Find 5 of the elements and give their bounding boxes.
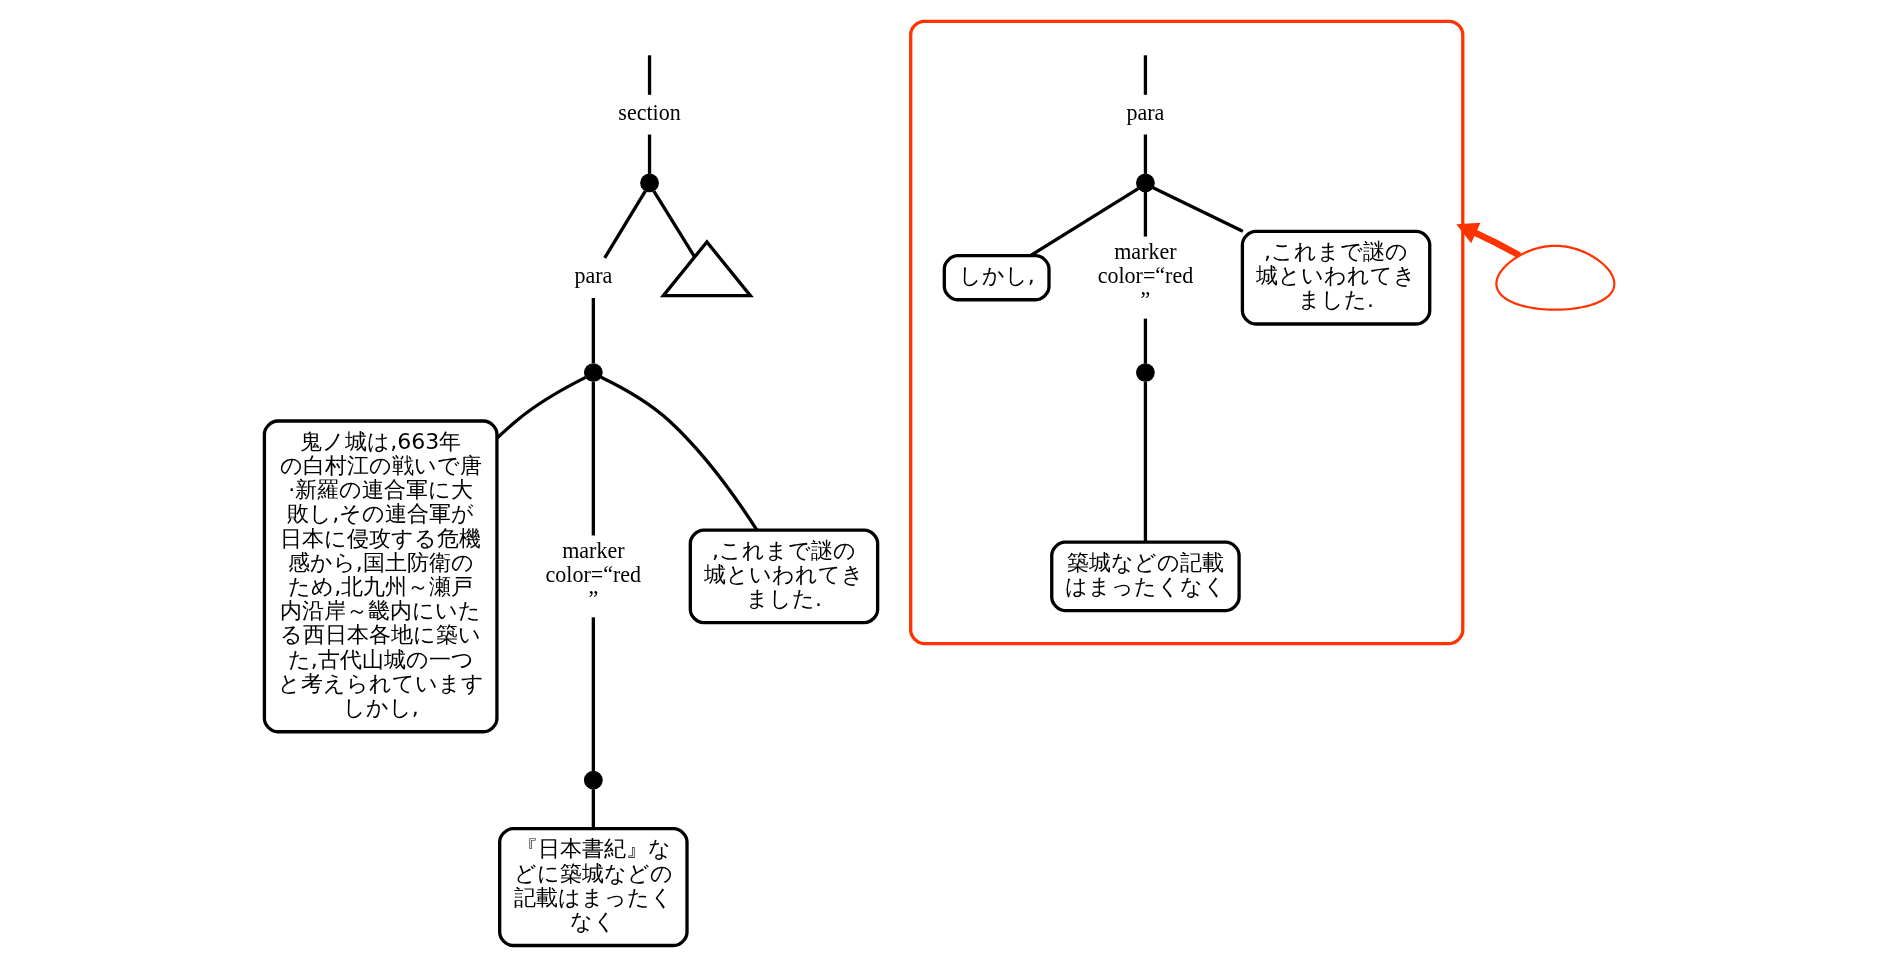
node-text: marker color=“red ”	[1097, 239, 1193, 313]
node-text: marker color=“red ”	[545, 537, 641, 612]
node-text: para	[1125, 100, 1164, 126]
node-text: section	[617, 100, 681, 126]
node-text: para	[573, 263, 612, 289]
